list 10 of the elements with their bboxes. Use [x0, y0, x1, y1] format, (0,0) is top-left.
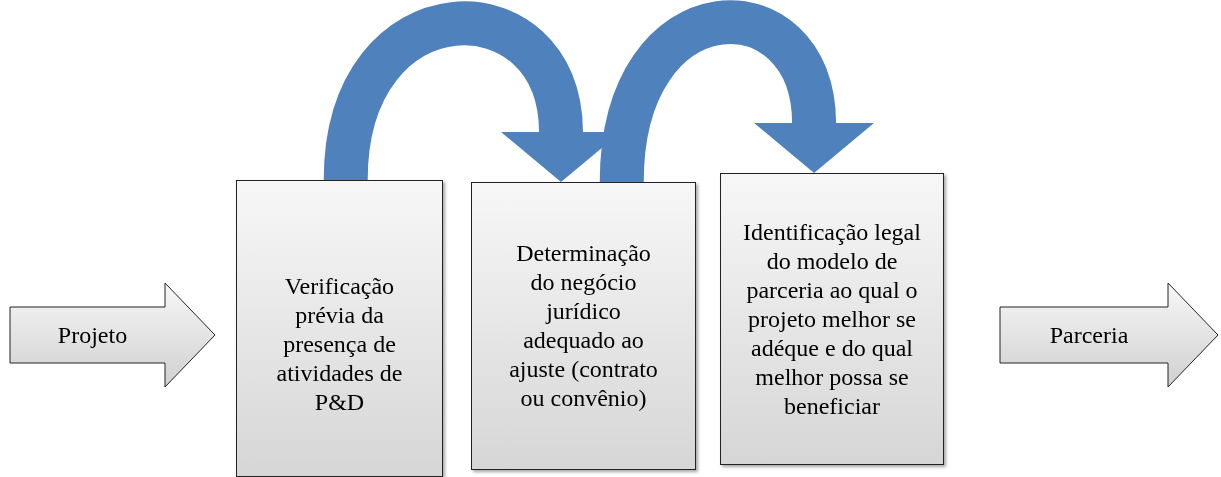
- process-box: [720, 173, 944, 465]
- block-arrow: [10, 283, 215, 387]
- step-text: Determinação do negócio jurídico adequado ao ajuste (contrato ou convênio): [508, 239, 659, 413]
- step-text: Identificação legal do modelo de parceria ao qual o projeto melhor se adéque e do qual melhor possa se beneficiar: [742, 217, 922, 421]
- block-arrow: [1000, 283, 1218, 387]
- arrow-label: Projeto: [57, 320, 128, 350]
- process-box: [471, 182, 696, 470]
- process-box: [236, 180, 443, 477]
- step-text: Verificação prévia da presença de atividades de P&D: [275, 272, 404, 417]
- arrow-label: Parceria: [1049, 320, 1129, 350]
